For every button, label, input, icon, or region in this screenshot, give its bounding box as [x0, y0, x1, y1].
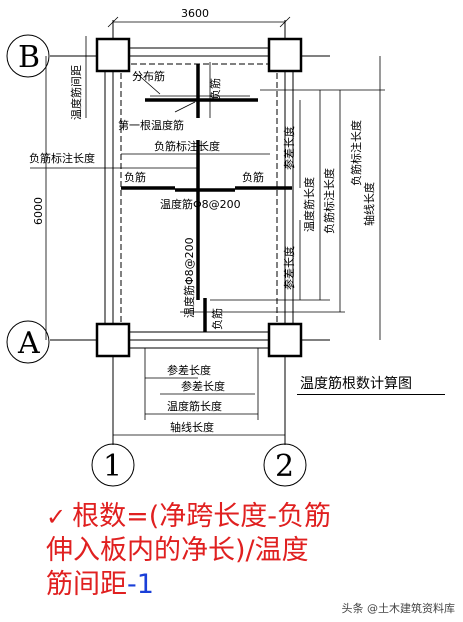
neg-label-length-r: 负筋标注长度	[322, 168, 336, 234]
axis-2-bubble	[263, 443, 307, 487]
neg-bar-left-label: 负筋	[124, 170, 146, 184]
neg-label-length-r-top: 负筋标注长度	[349, 120, 363, 186]
temp-bar-horizontal-label: 温度筋Φ8@200	[160, 197, 241, 211]
lap-length-b2: 参差长度	[181, 379, 225, 393]
neg-bar-bottom-label: 负筋	[210, 308, 224, 330]
left-span-text: 6000	[32, 197, 45, 225]
formula-line-3: 筋间距-1	[46, 568, 446, 602]
axis-1-text: 1	[103, 449, 122, 484]
distribution-leader	[134, 71, 161, 95]
caption-underline	[297, 394, 445, 395]
neg-bar-right-label: 负筋	[242, 170, 264, 184]
lap-length-r1: 参差长度	[282, 126, 296, 170]
top-span-text: 3600	[181, 7, 209, 20]
formula-block: ✓根数=(净跨长度-负筋 伸入板内的净长)/温度 筋间距-1	[46, 500, 446, 602]
axis-b-bubble	[6, 34, 50, 78]
neg-label-length-left: 负筋标注长度	[29, 151, 95, 165]
lap-length-b1: 参差长度	[167, 363, 211, 377]
watermark: 头条 @土木建筑资料库	[341, 602, 456, 615]
column-b1	[95, 37, 131, 73]
top-dim-tick-right	[279, 16, 291, 28]
formula-line-2: 伸入板内的净长)/温度	[46, 535, 309, 566]
temp-bar-vertical-label: 温度筋Φ8@200	[182, 237, 196, 318]
lap-length-r2: 参差长度	[282, 246, 296, 290]
temp-bar-length-r: 温度筋长度	[302, 177, 316, 232]
axis-length-b: 轴线长度	[170, 420, 214, 434]
temp-spacing-label: 温度筋间距	[69, 65, 83, 120]
formula-line-1: ✓根数=(净跨长度-负筋	[46, 500, 446, 534]
axis-1-bubble	[91, 443, 135, 487]
top-dim-tick-left	[107, 16, 119, 28]
distribution-bar-label: 分布筋	[132, 69, 165, 83]
column-b2	[267, 37, 303, 73]
axis-length-r: 轴线长度	[362, 182, 376, 226]
neg-label-length-mid: 负筋标注长度	[154, 139, 220, 153]
first-temp-leader	[174, 101, 196, 113]
axis-a-bubble	[6, 320, 50, 364]
neg-bar-top-label: 负筋	[208, 78, 222, 100]
diagram-caption: 温度筋根数计算图	[300, 376, 412, 392]
column-a2	[267, 322, 303, 358]
first-temp-bar-label: 第一根温度筋	[118, 118, 184, 132]
check-icon: ✓	[46, 503, 67, 531]
axis-2-text: 2	[275, 449, 294, 484]
formula-line3-text: 筋间距	[46, 569, 127, 600]
column-a1	[95, 322, 131, 358]
formula-minus-one: -1	[127, 569, 154, 600]
axis-b-text: B	[18, 40, 40, 75]
formula-line1-text: 根数=(净跨长度-负筋	[72, 501, 332, 532]
axis-a-text: A	[17, 326, 40, 361]
temp-bar-length-b: 温度筋长度	[167, 399, 222, 413]
